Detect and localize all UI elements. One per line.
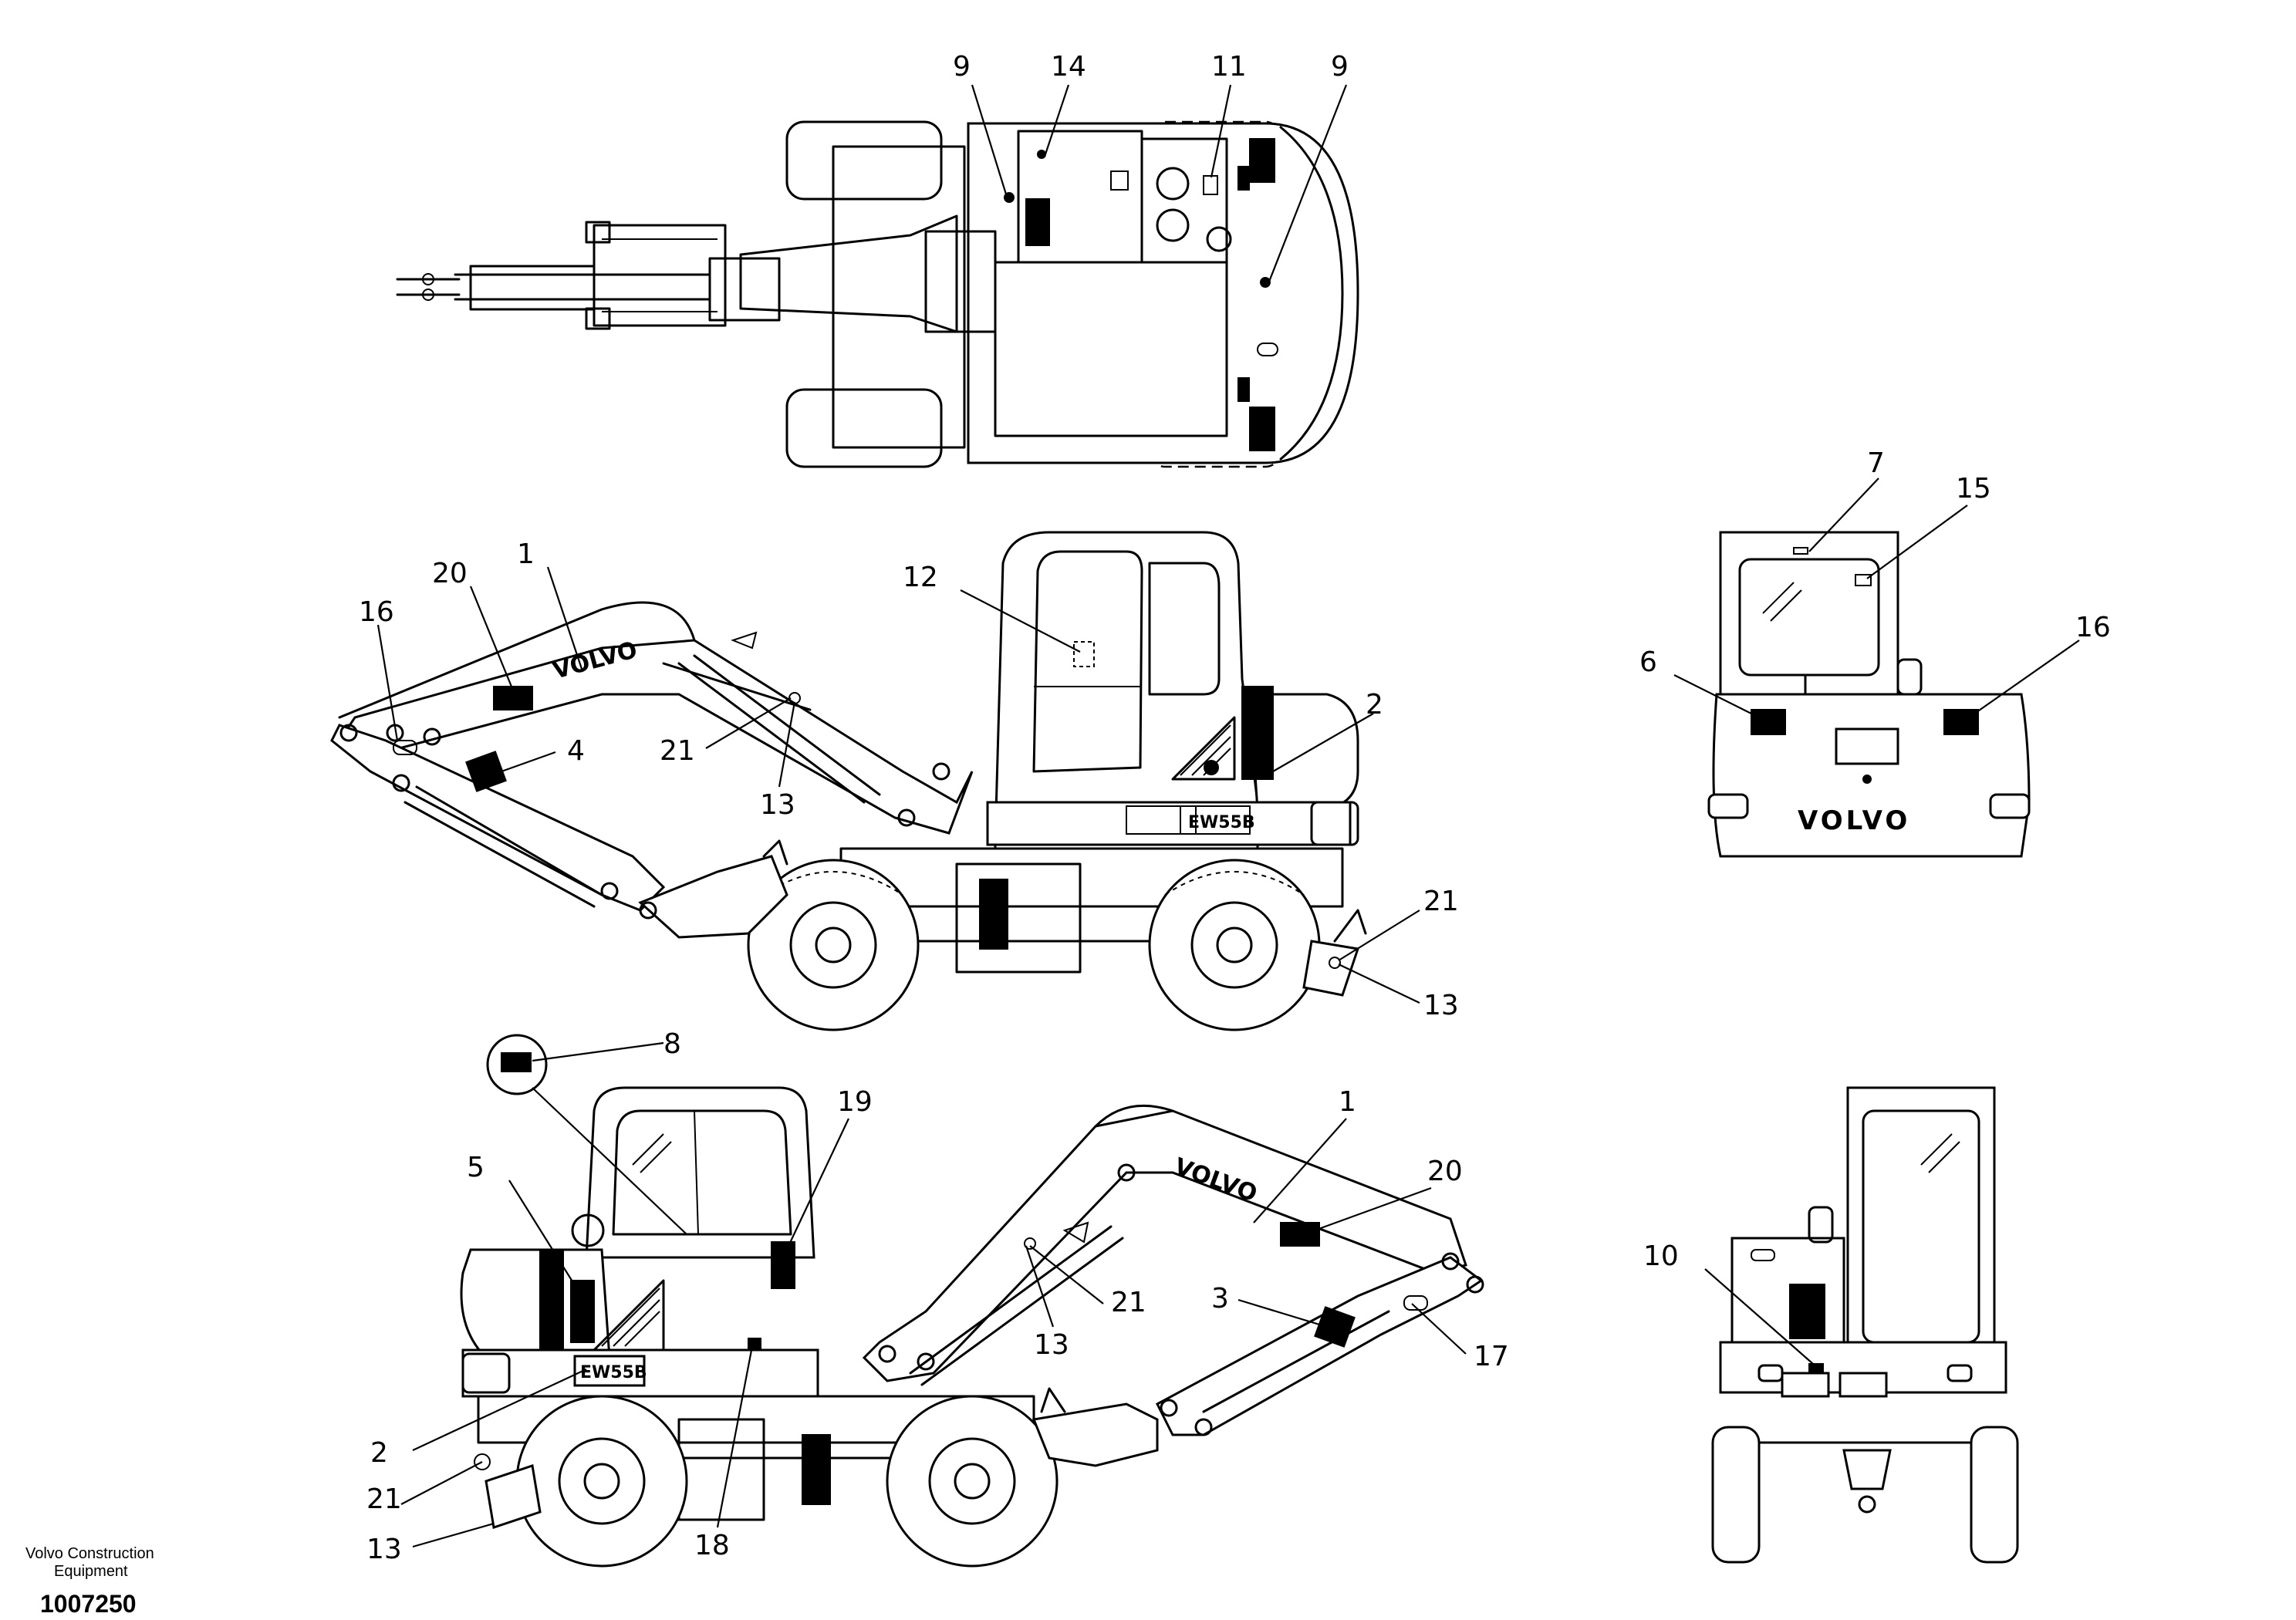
callout-right-21a: 21: [660, 735, 695, 767]
callout-right-20: 20: [432, 558, 468, 589]
model-decal-left: EW55B: [580, 1363, 647, 1382]
callout-left-13b: 13: [366, 1534, 402, 1565]
front-view: [1711, 1086, 2019, 1564]
callout-right-21b: 21: [1423, 886, 1459, 917]
brand-decal-rear: VOLVO: [1798, 805, 1910, 836]
drawing-number: 1007250: [40, 1590, 137, 1618]
callout-right-13b: 13: [1423, 990, 1459, 1021]
callout-left-3: 3: [1211, 1283, 1229, 1315]
callout-right-12: 12: [903, 562, 938, 593]
callout-front-10: 10: [1643, 1240, 1679, 1272]
callout-rear-16: 16: [2075, 612, 2111, 643]
callout-rear-7: 7: [1867, 447, 1885, 479]
publisher-line-1: Volvo Construction: [25, 1545, 154, 1562]
callout-left-21b: 21: [366, 1483, 402, 1515]
callout-left-17: 17: [1474, 1341, 1509, 1372]
callout-left-21a: 21: [1111, 1287, 1146, 1318]
callout-left-20: 20: [1427, 1156, 1463, 1187]
leader-lines: [376, 84, 2080, 1548]
callout-top-9a: 9: [953, 51, 971, 83]
callout-left-13a: 13: [1034, 1329, 1069, 1361]
footer: Volvo Construction Equipment 1007250: [25, 1545, 154, 1618]
callout-rear-6: 6: [1639, 646, 1657, 678]
callout-left-19: 19: [837, 1086, 873, 1118]
callout-left-18: 18: [694, 1530, 730, 1561]
callout-right-2: 2: [1366, 689, 1383, 721]
callout-top-14: 14: [1051, 51, 1086, 83]
callout-right-13a: 13: [760, 789, 795, 821]
callout-left-5: 5: [467, 1152, 485, 1183]
top-view: [396, 120, 1359, 468]
publisher-line-2: Equipment: [54, 1563, 128, 1580]
model-decal-right: EW55B: [1188, 813, 1255, 832]
callout-right-1: 1: [517, 538, 535, 570]
callout-left-1: 1: [1339, 1086, 1356, 1118]
side-view-left: EW55B: [460, 1034, 1484, 1568]
callout-left-8: 8: [663, 1028, 681, 1060]
callout-top-11: 11: [1211, 51, 1247, 83]
callout-rear-15: 15: [1956, 473, 1991, 505]
side-view-right: EW55B: [330, 531, 1367, 1031]
callout-right-16: 16: [359, 596, 394, 628]
callout-labels: 9 14 11 9 1 20 16 4 12 21 13 2 21 13 7 1…: [359, 51, 2111, 1565]
callout-left-2: 2: [370, 1437, 388, 1469]
callout-top-9b: 9: [1331, 51, 1349, 83]
callout-right-4: 4: [567, 735, 585, 767]
rear-view: VOLVO: [1707, 531, 2031, 858]
